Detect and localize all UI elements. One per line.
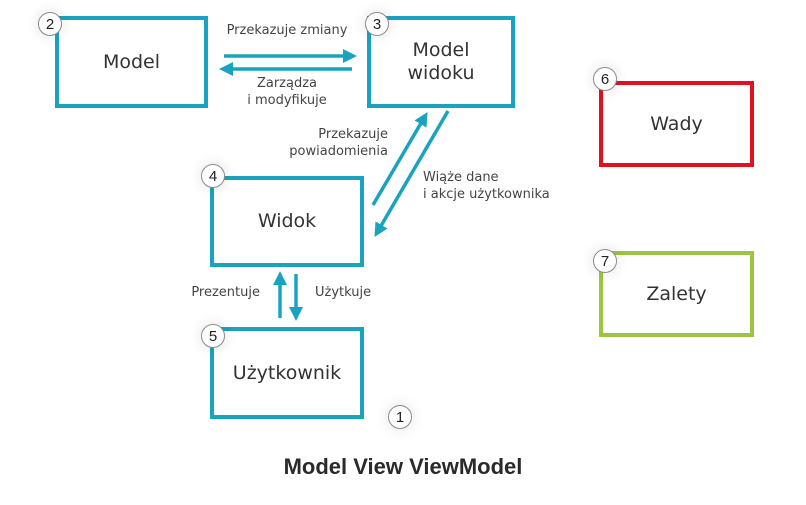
label-viewmodel-to-view: Wiąże dane i akcje użytkownika [423, 170, 550, 202]
view-label: Widok [257, 210, 317, 233]
badge-5[interactable]: 5 [201, 324, 225, 348]
view-box[interactable]: Widok [210, 176, 364, 267]
label-view-to-viewmodel: Przekazuje powiadomienia [289, 127, 388, 159]
badge-7[interactable]: 7 [593, 249, 617, 273]
label-model-to-viewmodel: Przekazuje zmiany [226, 23, 348, 38]
viewmodel-box[interactable]: Model widoku [367, 16, 515, 108]
pros-label: Zalety [646, 282, 707, 305]
badge-6[interactable]: 6 [593, 67, 617, 91]
viewmodel-label-line2: widoku [407, 62, 475, 84]
cons-box[interactable]: Wady [599, 81, 754, 167]
badge-2[interactable]: 2 [38, 12, 62, 36]
badge-3[interactable]: 3 [365, 12, 389, 36]
label-view-to-user: Prezentuje [191, 285, 260, 300]
user-label: Użytkownik [232, 361, 342, 384]
badge-1[interactable]: 1 [388, 405, 412, 429]
arrow-view-to-viewmodel [371, 111, 428, 206]
cons-label: Wady [650, 112, 703, 135]
model-box[interactable]: Model [55, 16, 208, 108]
pros-box[interactable]: Zalety [599, 251, 754, 337]
label-viewmodel-to-model: Zarządza i modyfikuje [247, 76, 327, 108]
viewmodel-label-line1: Model [412, 39, 470, 62]
label-user-to-view: Użytkuje [315, 285, 372, 300]
user-box[interactable]: Użytkownik [210, 327, 364, 419]
model-label: Model [102, 50, 161, 73]
badge-4[interactable]: 4 [201, 164, 225, 188]
diagram-caption: Model View ViewModel [283, 454, 523, 479]
arrow-viewmodel-to-view [374, 110, 450, 238]
